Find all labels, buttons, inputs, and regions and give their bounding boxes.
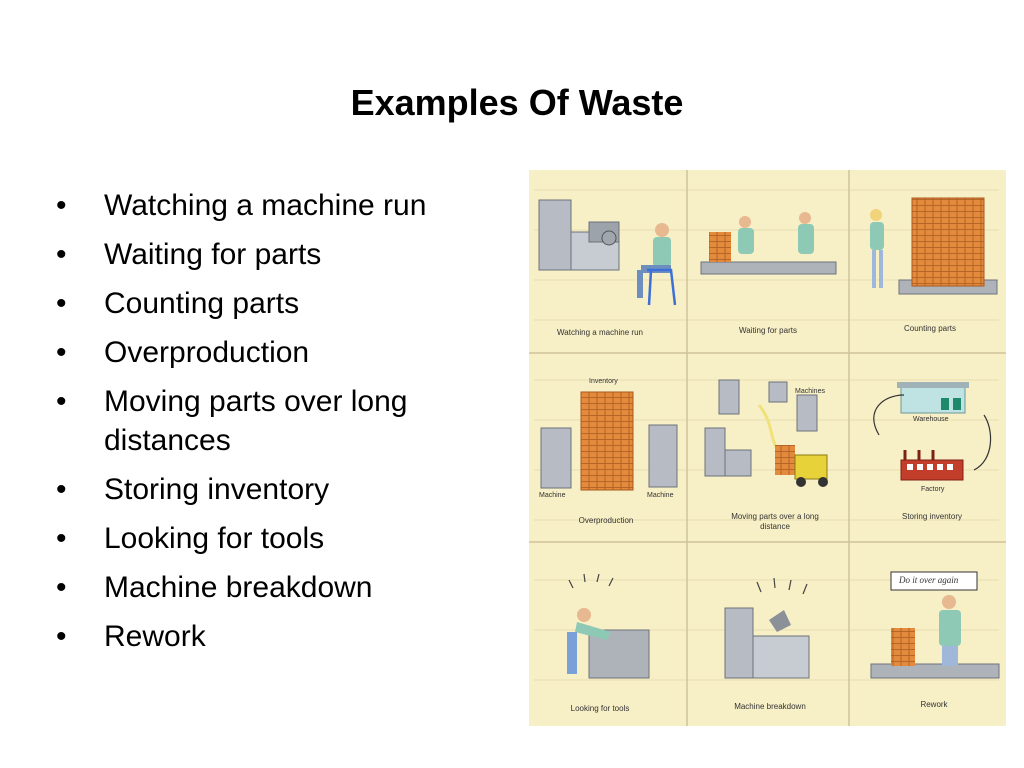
- caption-moving: Moving parts over a long distance: [731, 512, 819, 531]
- waste-list: • Watching a machine run • Waiting for par…: [52, 186, 492, 666]
- list-item: • Waiting for parts: [52, 235, 492, 274]
- label-machines: Machines: [795, 388, 825, 395]
- label-machine-left: Machine: [539, 492, 566, 499]
- label-warehouse: Warehouse: [913, 416, 949, 423]
- caption-breakdown: Machine breakdown: [734, 702, 806, 711]
- illustration-artwork: [529, 170, 1006, 726]
- machine-icon: [538, 199, 620, 271]
- bullet-icon: •: [56, 238, 67, 271]
- caption-overproduction: Overproduction: [578, 516, 634, 525]
- label-inventory: Inventory: [589, 378, 618, 385]
- worker-seated-icon: [637, 223, 677, 306]
- bullet-icon: •: [56, 522, 67, 555]
- list-item: • Moving parts over long distances: [52, 382, 492, 460]
- caption-storing: Storing inventory: [901, 512, 963, 521]
- label-factory: Factory: [921, 486, 945, 493]
- list-item-text: Watching a machine run: [104, 189, 427, 222]
- bullet-icon: •: [56, 473, 67, 506]
- bullet-icon: •: [56, 287, 67, 320]
- list-item: • Storing inventory: [52, 470, 492, 509]
- list-item-text: Waiting for parts: [104, 238, 322, 271]
- caption-looking: Looking for tools: [570, 704, 630, 713]
- caption-counting: Counting parts: [903, 324, 957, 333]
- list-item-text: Overproduction: [104, 336, 310, 369]
- label-do-it-over: Do it over again: [899, 575, 959, 585]
- caption-rework: Rework: [920, 700, 948, 709]
- bullet-icon: •: [56, 571, 67, 604]
- list-item-text: Counting parts: [104, 287, 300, 320]
- caption-watching: Watching a machine run: [557, 328, 643, 337]
- list-item: • Machine breakdown: [52, 568, 492, 607]
- list-item: • Counting parts: [52, 284, 492, 323]
- waste-illustration: Watching a machine run Waiting for parts…: [529, 170, 1006, 726]
- list-item-text: Rework: [104, 620, 206, 653]
- list-item: • Watching a machine run: [52, 186, 492, 225]
- bullet-icon: •: [56, 336, 67, 369]
- list-item-text: Machine breakdown: [104, 571, 373, 604]
- label-machine-right: Machine: [647, 492, 674, 499]
- slide-title: Examples Of Waste: [350, 82, 684, 123]
- list-item: • Overproduction: [52, 333, 492, 372]
- caption-waiting: Waiting for parts: [739, 326, 797, 335]
- list-item-text: Moving parts over long distances: [104, 385, 408, 457]
- list-item-text: Looking for tools: [104, 522, 325, 555]
- bullet-icon: •: [56, 385, 67, 418]
- list-item: • Rework: [52, 617, 492, 656]
- list-item-text: Storing inventory: [104, 473, 330, 506]
- bullet-icon: •: [56, 620, 67, 653]
- forklift-icon: [775, 445, 828, 487]
- list-item: • Looking for tools: [52, 519, 492, 558]
- bullet-icon: •: [56, 189, 67, 222]
